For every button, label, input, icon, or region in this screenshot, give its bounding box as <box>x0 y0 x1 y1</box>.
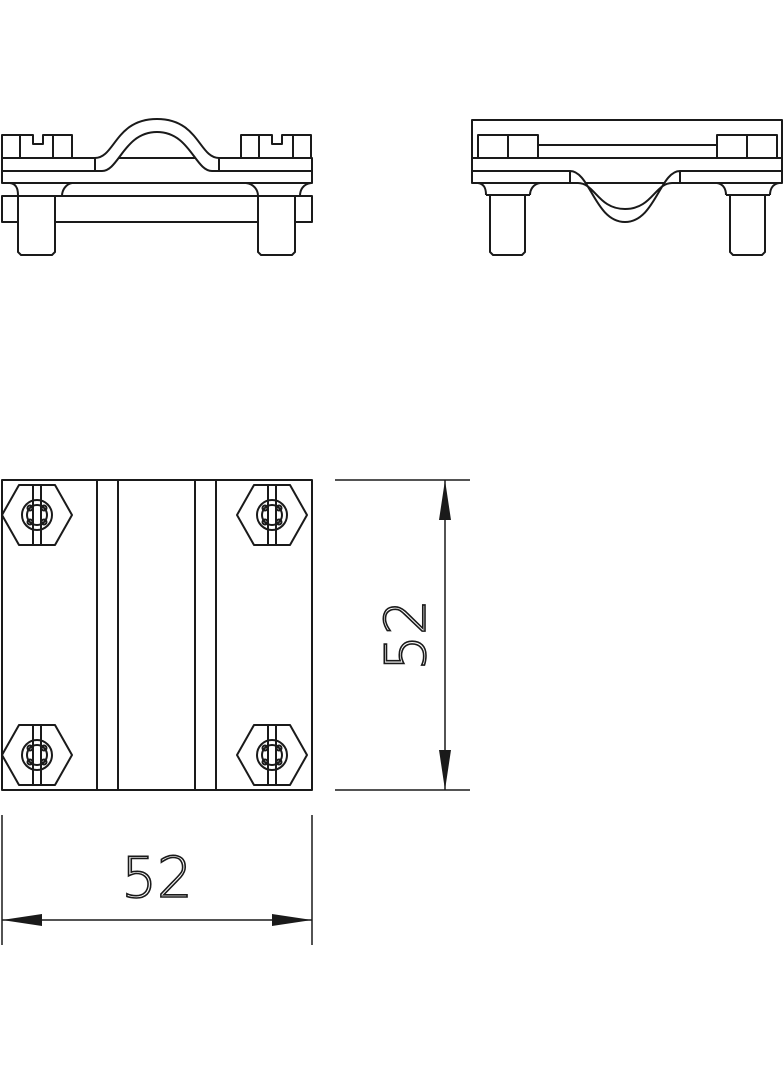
hex-nut-icon <box>1 484 73 546</box>
nut-left <box>1 134 73 158</box>
base-plate <box>1 195 313 223</box>
width-dimension: 52 <box>1 815 313 945</box>
front-view <box>1 117 313 256</box>
hex-nut-icon <box>236 484 308 546</box>
hex-nut-icon <box>1 724 73 786</box>
cable-arc <box>94 117 220 172</box>
plan-view <box>1 479 313 791</box>
height-dimension: 52 <box>335 479 470 791</box>
nut-right <box>240 134 312 158</box>
hex-nut-icon <box>236 724 308 786</box>
bolt-left <box>17 195 56 256</box>
height-label: 52 <box>374 599 439 670</box>
cable-dip <box>569 169 681 224</box>
width-label: 52 <box>121 846 192 911</box>
side-view <box>471 119 783 256</box>
bolt-right <box>257 195 296 256</box>
